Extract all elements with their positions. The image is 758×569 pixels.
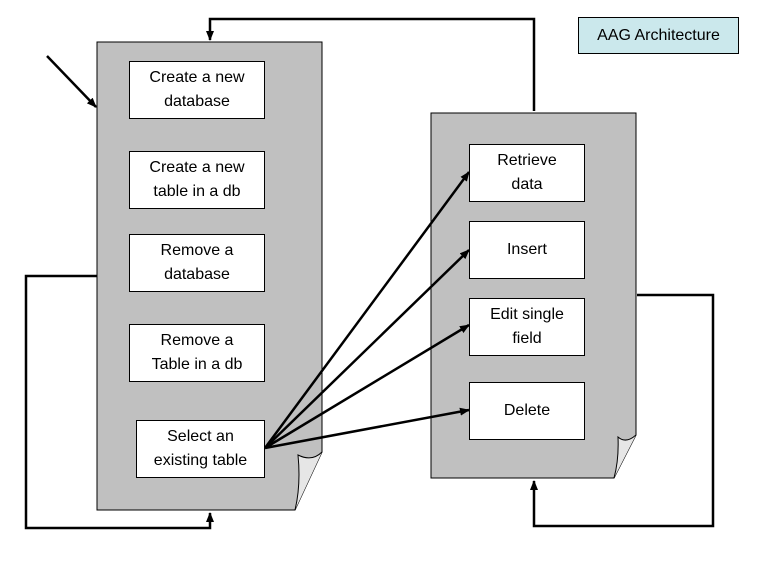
arrow-to-edit-single-field <box>264 323 470 450</box>
right-loop-connector <box>530 293 715 528</box>
entry-arrow <box>46 55 97 108</box>
arrow-to-retrieve-data <box>263 171 471 449</box>
remove-database-box: Remove a database <box>129 234 265 292</box>
right-panel-curl <box>613 434 637 479</box>
remove-table-box: Remove a Table in a db <box>129 324 265 382</box>
create-database-box: Create a new database <box>129 61 265 119</box>
delete-box: Delete <box>469 382 585 440</box>
left-panel-curl <box>294 451 323 511</box>
arrow-to-insert <box>264 249 470 449</box>
create-table-box: Create a new table in a db <box>129 151 265 209</box>
edit-single-field-box: Edit single field <box>469 298 585 356</box>
diagram-title: AAG Architecture <box>578 17 739 54</box>
select-table-box: Select an existing table <box>136 420 265 478</box>
right-to-left-connector <box>206 17 536 111</box>
retrieve-data-box: Retrieve data <box>469 144 585 202</box>
insert-box: Insert <box>469 221 585 279</box>
left-loop-connector <box>24 274 214 530</box>
arrow-to-delete <box>264 407 470 450</box>
